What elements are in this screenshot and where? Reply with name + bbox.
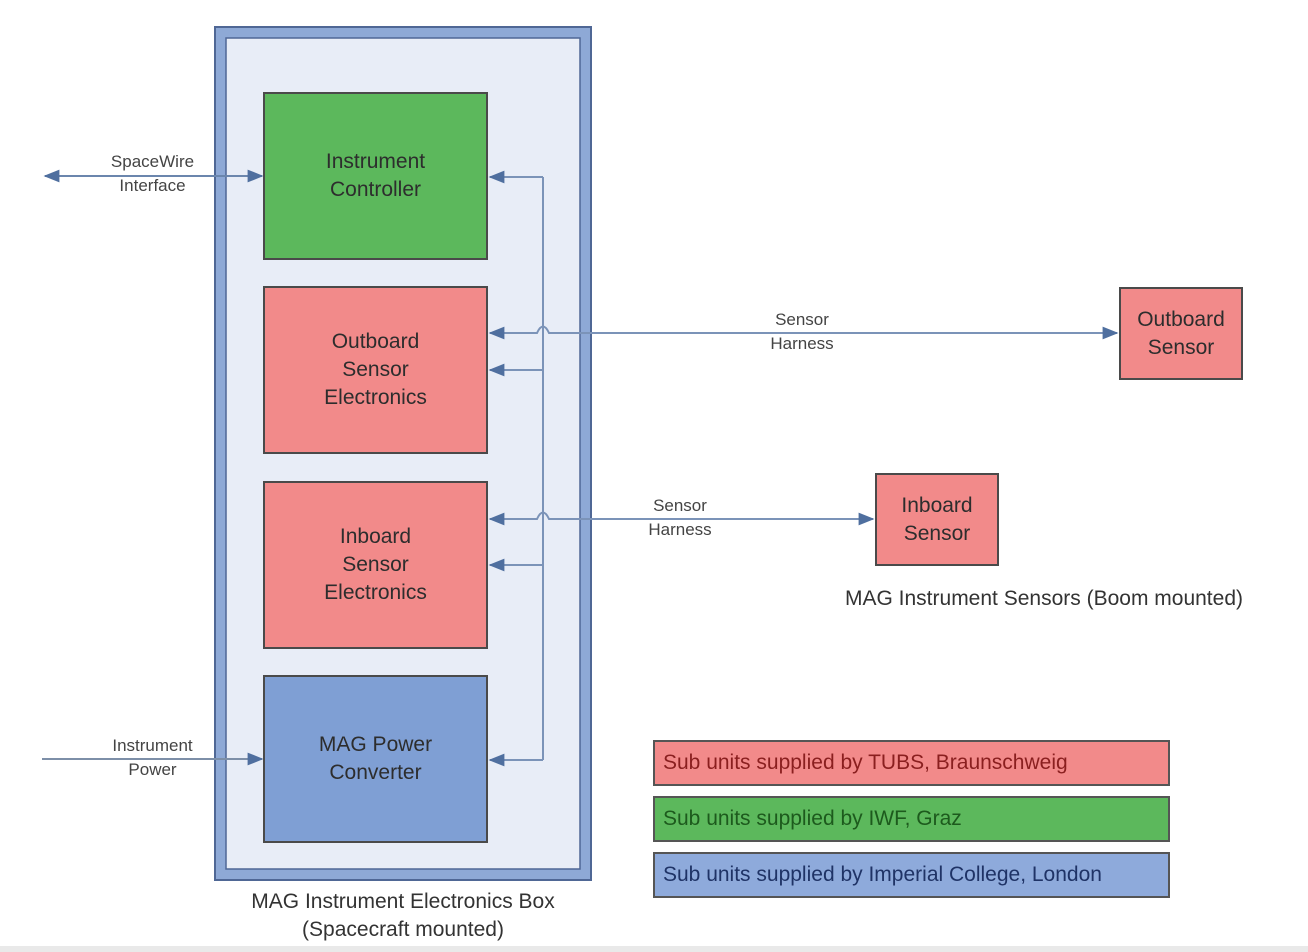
outboard-harness-label: Sensor Harness bbox=[752, 308, 852, 356]
inboard-harness-line bbox=[488, 511, 875, 526]
power-label-line1: Instrument bbox=[112, 736, 193, 755]
unit-label: Electronics bbox=[324, 581, 427, 604]
harness-label-line1: Sensor bbox=[775, 310, 829, 329]
unit-label: Converter bbox=[329, 761, 422, 784]
sensor-label: Inboard bbox=[901, 493, 973, 517]
unit-label: Electronics bbox=[324, 386, 427, 409]
sensor-label: Sensor bbox=[1147, 335, 1215, 359]
unit-label: Inboard bbox=[339, 525, 412, 548]
unit-label: Controller bbox=[329, 178, 422, 201]
electronics-box-caption-line1: MAG Instrument Electronics Box bbox=[251, 890, 555, 913]
electronics-box-caption-line2: (Spacecraft mounted) bbox=[302, 918, 504, 941]
legend-item-imperial: Sub units supplied by Imperial College, … bbox=[653, 852, 1170, 898]
harness-label-line1: Sensor bbox=[653, 496, 707, 515]
legend-item-tubs: Sub units supplied by TUBS, Braunschweig bbox=[653, 740, 1170, 786]
unit-label: Sensor bbox=[342, 553, 409, 576]
spacewire-label: SpaceWire Interface bbox=[100, 150, 205, 198]
unit-label: MAG Power bbox=[318, 733, 433, 756]
spacewire-label-line1: SpaceWire bbox=[110, 152, 195, 171]
sensors-caption: MAG Instrument Sensors (Boom mounted) bbox=[845, 587, 1243, 610]
power-label: Instrument Power bbox=[100, 734, 205, 782]
inboard-harness-label: Sensor Harness bbox=[630, 494, 730, 542]
electronics-box-caption: MAG Instrument Electronics Box (Spacecra… bbox=[203, 888, 603, 944]
unit-label: Outboard bbox=[331, 330, 420, 353]
power-label-line2: Power bbox=[128, 760, 177, 779]
harness-label-line2: Harness bbox=[648, 520, 712, 539]
outboard-harness-line bbox=[488, 325, 1119, 340]
harness-label-line2: Harness bbox=[770, 334, 834, 353]
unit-label: Instrument bbox=[325, 150, 426, 173]
spacewire-label-line2: Interface bbox=[119, 176, 186, 195]
sensor-label: Outboard bbox=[1137, 307, 1225, 331]
legend-item-iwf: Sub units supplied by IWF, Graz bbox=[653, 796, 1170, 842]
unit-label: Sensor bbox=[342, 358, 409, 381]
sensor-label: Sensor bbox=[903, 521, 971, 545]
bottom-edge bbox=[0, 946, 1308, 952]
